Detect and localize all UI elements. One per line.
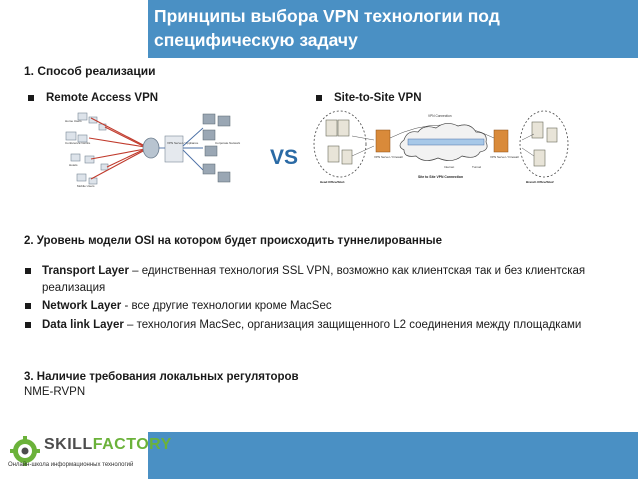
page-title-line-2: специфическую задачу xyxy=(154,30,358,50)
gear-icon xyxy=(10,436,40,466)
vs-label: VS xyxy=(270,146,299,169)
site-to-site-label: Site-to-Site VPN xyxy=(334,92,422,104)
list-item: Transport Layer – единственная технологи… xyxy=(24,263,624,296)
tunnel-label: Tunnel xyxy=(472,165,481,169)
site-to-site-bullet: Site-to-Site VPN xyxy=(316,92,422,104)
page-title-line-1: Принципы выбора VPN технологии под xyxy=(154,6,500,26)
section-1-heading: 1. Способ реализации xyxy=(24,64,156,78)
bullet-square-icon xyxy=(316,95,322,101)
layer-term: Transport Layer xyxy=(42,265,129,277)
remote-access-diagram: VPN Server / Appliance Corporate Network… xyxy=(63,108,243,190)
bullet-square-icon xyxy=(25,268,31,274)
bullet-square-icon xyxy=(25,321,31,328)
logo-brand-b: FACTORY xyxy=(92,436,172,453)
left-firewall-label: VPN Server / Firewall xyxy=(374,155,403,159)
layer-description: – технология MacSec, организация защищен… xyxy=(123,318,582,331)
internet-label: Internet xyxy=(444,165,454,169)
skillfactory-logo xyxy=(10,436,40,466)
home-users-label: Home Users xyxy=(65,119,82,123)
layer-term: Network Layer xyxy=(42,300,122,312)
regulator-value: NME-RVPN xyxy=(24,386,86,398)
logo-brand-a: SKILL xyxy=(44,436,93,453)
site-to-site-diagram: VPN Server / Firewall VPN Server / Firew… xyxy=(312,106,570,186)
section-3-heading: 3. Наличие требования локальных регулято… xyxy=(24,371,299,383)
layer-description: - все другие технологии кроме MacSec xyxy=(121,300,332,312)
logo-tagline: Онлайн-школа информационных технологий xyxy=(8,462,134,468)
corporate-network-label: Corporate Network xyxy=(215,141,241,145)
layer-description: – единственная технология SSL VPN, возмо… xyxy=(42,265,586,294)
right-firewall-label: VPN Server / Firewall xyxy=(490,155,519,159)
bullet-square-icon xyxy=(25,303,31,309)
title-banner: Принципы выбора VPN технологии под специ… xyxy=(148,0,638,58)
osi-layer-list: Transport Layer – единственная технологи… xyxy=(24,263,624,335)
bullet-square-icon xyxy=(28,95,34,101)
site-to-site-connection-label: Site to Site VPN Connection xyxy=(418,175,463,179)
footer-banner xyxy=(148,432,638,479)
remote-access-label: Remote Access VPN xyxy=(46,92,159,104)
hotels-label: Hotels xyxy=(69,163,78,167)
list-item: Data link Layer – технология MacSec, орг… xyxy=(24,317,624,334)
remote-access-bullet: Remote Access VPN xyxy=(28,92,158,104)
vpn-server-label: VPN Server / Appliance xyxy=(167,141,199,145)
logo-wordmark: SKILLFACTORY xyxy=(44,436,172,454)
vpn-connection-label: VPN Connection xyxy=(428,114,452,118)
conference-centre-label: Conference Centre xyxy=(65,141,91,145)
section-2-heading: 2. Уровень модели OSI на котором будет п… xyxy=(24,235,442,247)
list-item: Network Layer - все другие технологии кр… xyxy=(24,298,624,315)
mobile-users-label: Mobile Users xyxy=(77,184,95,188)
branch-office-label: Branch Office/Site2 xyxy=(526,180,554,184)
layer-term: Data link Layer xyxy=(42,318,124,331)
head-office-label: Head Office/Site1 xyxy=(320,180,345,184)
